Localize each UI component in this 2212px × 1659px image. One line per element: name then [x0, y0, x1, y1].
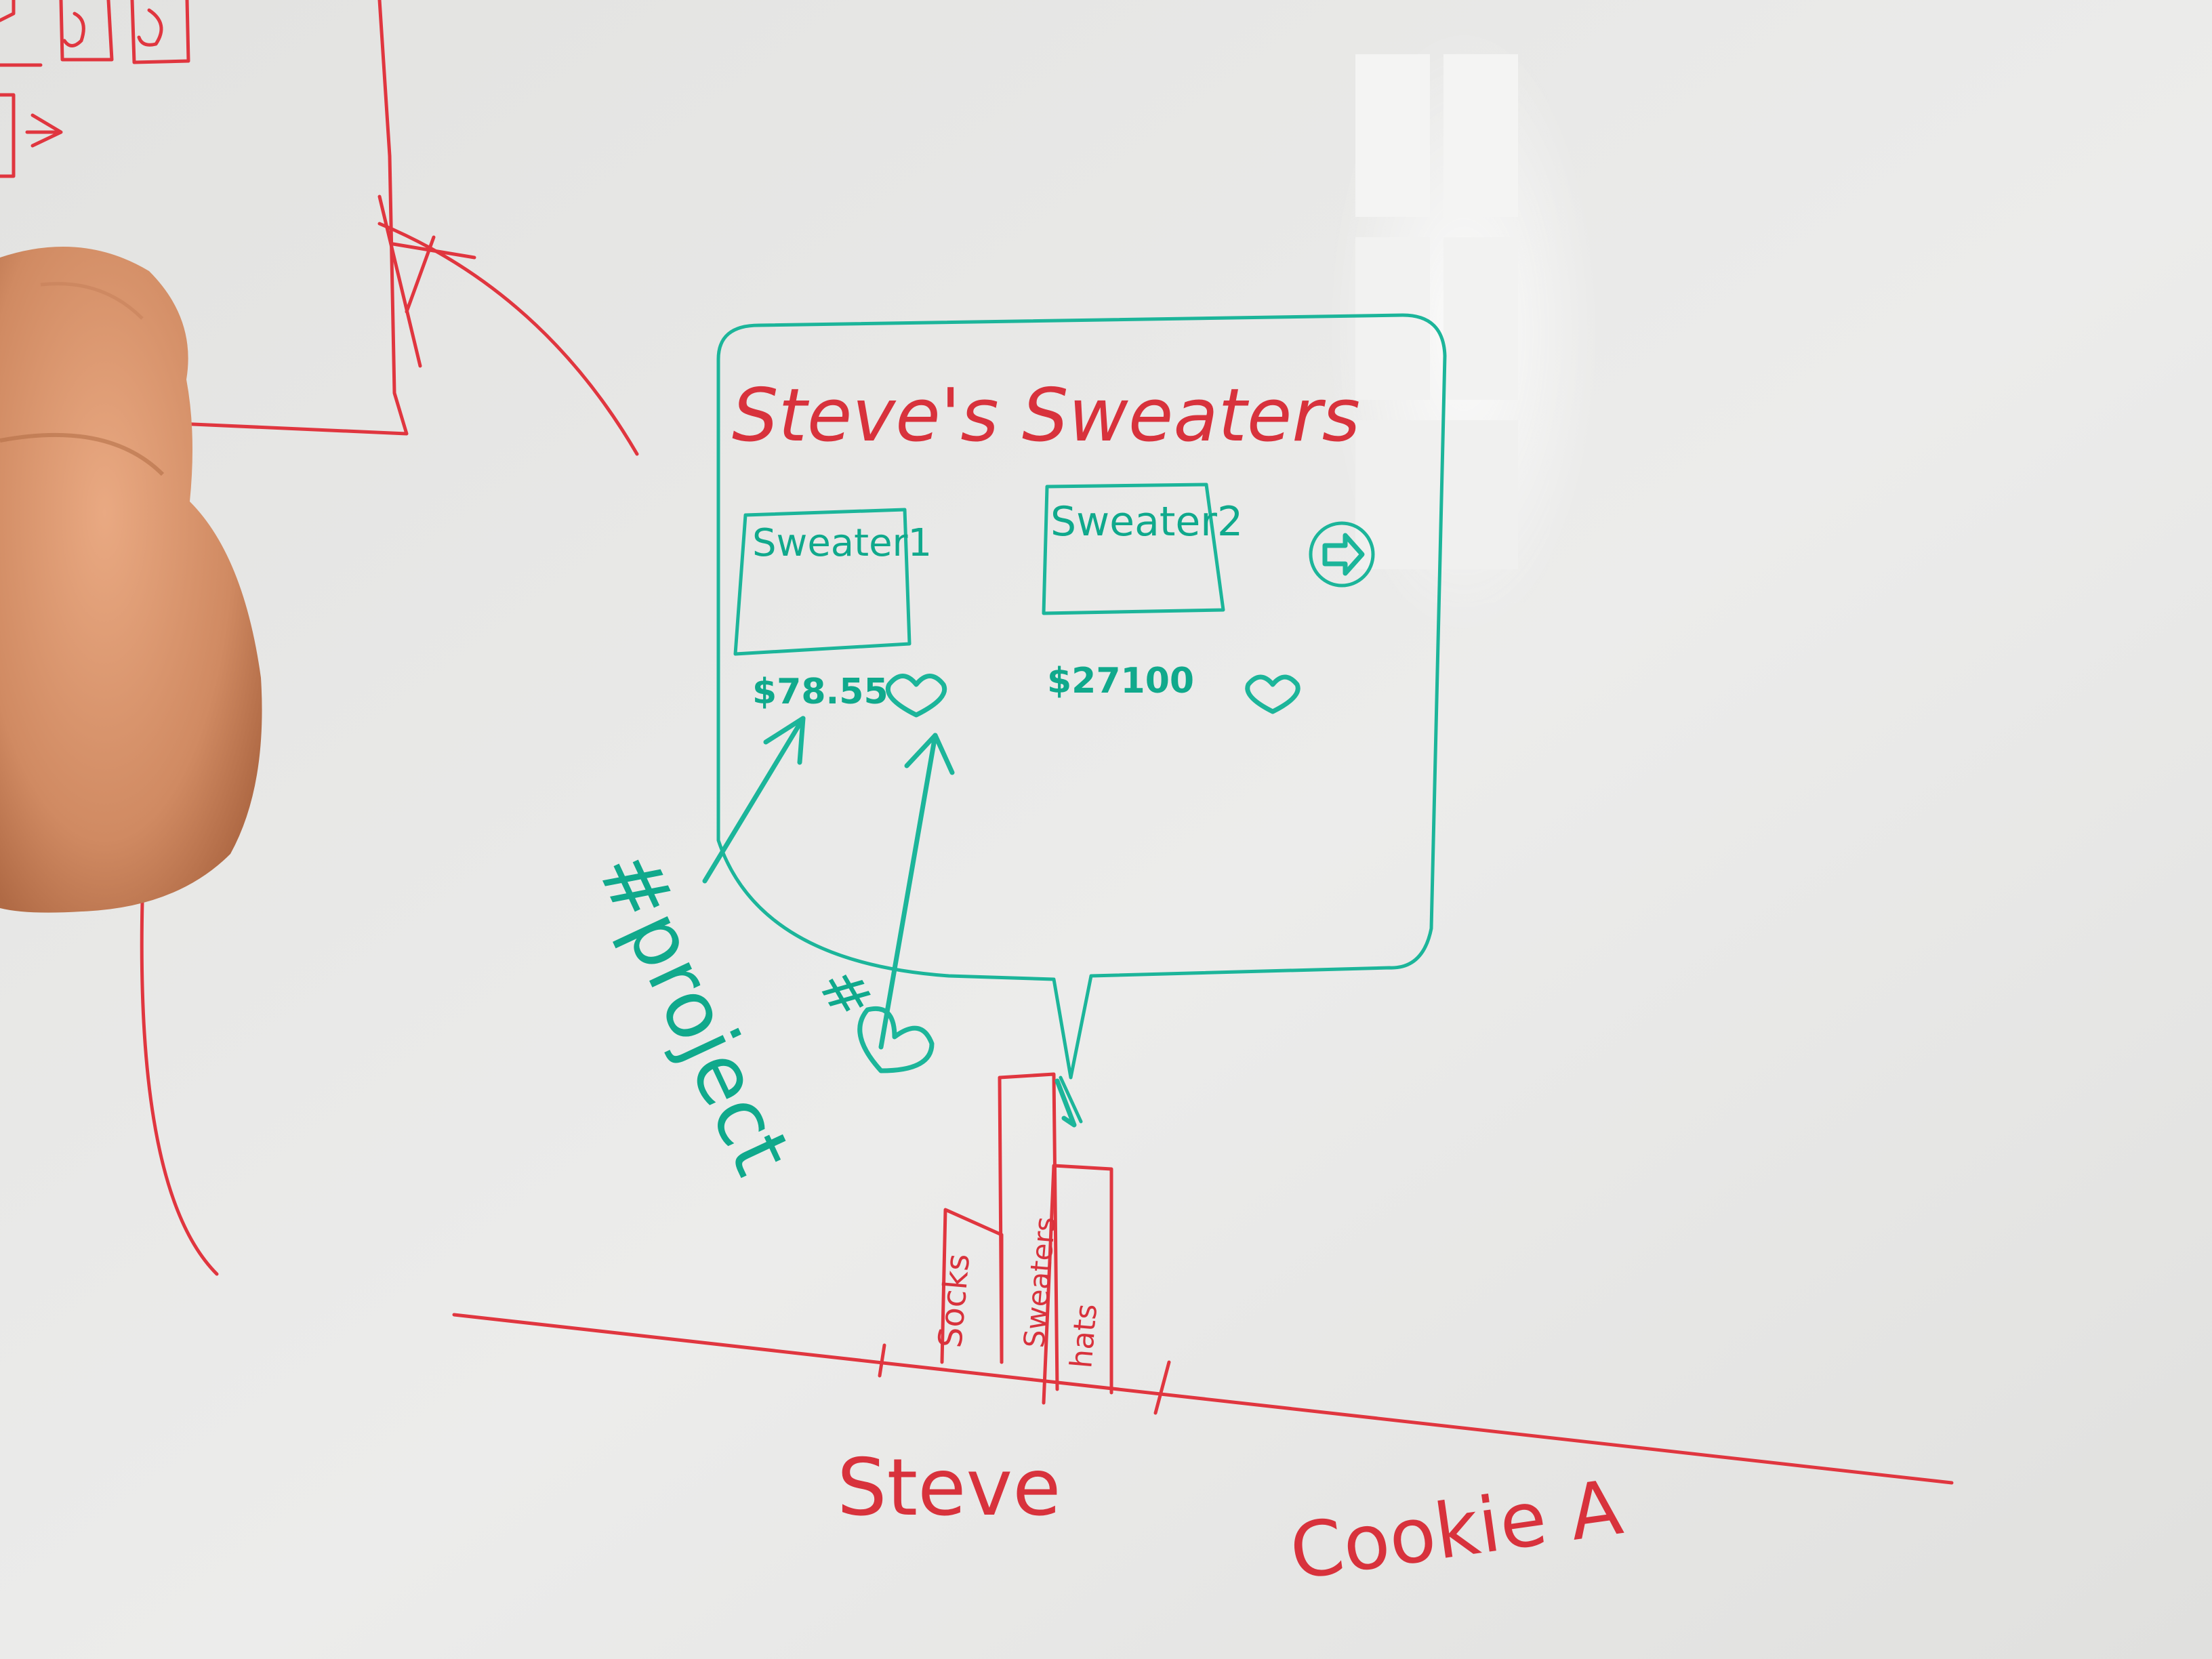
website-mockup-bubble: Steve's Sweaters Sweater1 $78.55 Sweater… — [716, 313, 1447, 1080]
tab-hats[interactable]: hats — [1064, 1303, 1104, 1370]
heart-icon — [1245, 674, 1300, 714]
person-label: Steve — [837, 1442, 1061, 1534]
heart-icon — [886, 674, 947, 718]
site-title: Steve's Sweaters — [732, 373, 1360, 458]
product-1-price: $78.55 — [752, 672, 888, 712]
window-reflection — [1328, 27, 1599, 637]
hand — [0, 247, 262, 913]
product-card-1: Sweater1 $78.55 — [733, 508, 947, 718]
next-arrow-button[interactable] — [1309, 521, 1375, 588]
product-2-price: $27100 — [1047, 661, 1194, 701]
heart-icon — [857, 1006, 935, 1073]
right-arrow-icon — [1322, 533, 1365, 576]
product-2-label: Sweater2 — [1050, 498, 1243, 546]
tab-socks[interactable]: Socks — [931, 1252, 977, 1349]
red-top-left-sketch — [0, 0, 639, 1276]
product-1-label: Sweater1 — [752, 521, 932, 565]
product-card-2: Sweater2 $27100 — [1042, 483, 1300, 714]
